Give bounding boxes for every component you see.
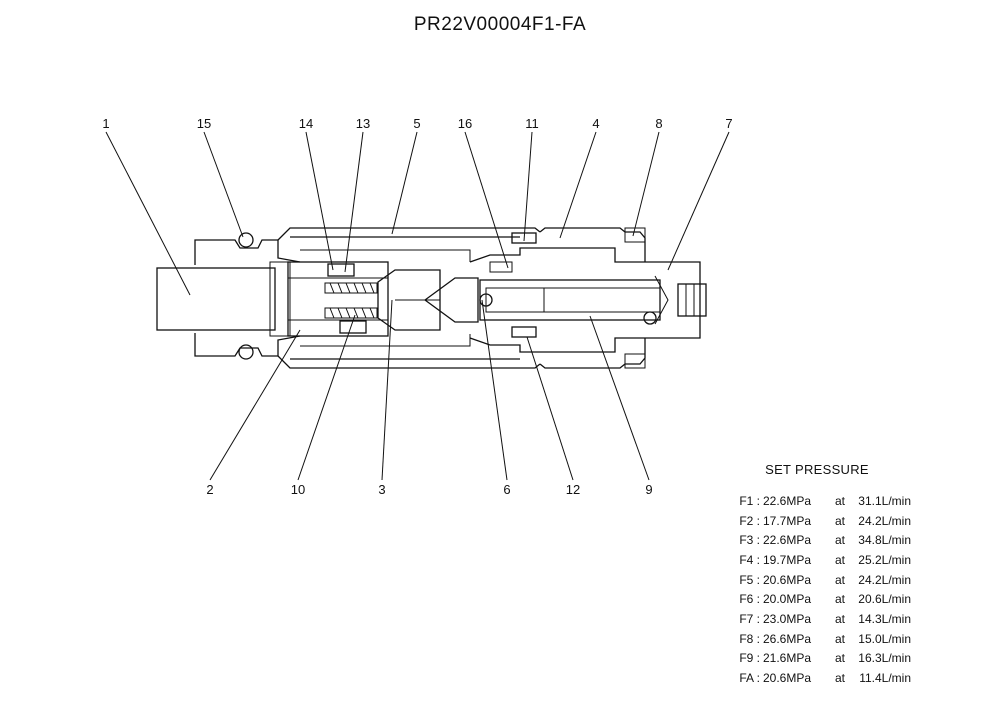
callout-14: 14 (299, 116, 313, 131)
row-code: F6 : (739, 592, 760, 607)
pressure-row: F3 : 22.6MPa at 34.8L/min (722, 530, 912, 550)
row-pressure: 17.7MPa (763, 513, 812, 528)
pressure-row: F6 : 20.0MPa at 20.6L/min (722, 589, 912, 609)
set-pressure-heading: SET PRESSURE (765, 462, 869, 477)
row-pressure: 22.6MPa (763, 533, 812, 548)
row-pressure: 20.6MPa (763, 572, 812, 587)
callout-15: 15 (197, 116, 211, 131)
row-pressure: 20.6MPa (763, 671, 812, 686)
pressure-row: F1 : 22.6MPa at 31.1L/min (722, 491, 912, 511)
callout-7: 7 (725, 116, 732, 131)
callout-6: 6 (503, 482, 510, 497)
set-pressure-table: SET PRESSURE F1 : 22.6MPa at 31.1L/min F… (722, 462, 912, 688)
callout-11: 11 (525, 116, 539, 131)
callout-9: 9 (645, 482, 652, 497)
row-at: at (834, 611, 845, 626)
row-pressure: 20.0MPa (763, 592, 812, 607)
row-at: at (834, 572, 845, 587)
row-at: at (834, 513, 845, 528)
row-code: F4 : (739, 552, 760, 567)
row-flow: 16.3L/min (858, 651, 911, 666)
leader-lines (105, 131, 730, 481)
row-pressure: 22.6MPa (763, 493, 812, 508)
callout-4: 4 (592, 116, 599, 131)
pressure-row: F8 : 26.6MPa at 15.0L/min (722, 629, 912, 649)
callout-13: 13 (356, 116, 370, 131)
callout-12: 12 (566, 482, 580, 497)
row-flow: 14.3L/min (858, 611, 911, 626)
row-flow: 34.8L/min (858, 533, 911, 548)
row-flow: 24.2L/min (858, 513, 911, 528)
row-pressure: 19.7MPa (763, 552, 812, 567)
row-code: FA : (739, 671, 760, 686)
row-at: at (834, 592, 845, 607)
pressure-row: F2 : 17.7MPa at 24.2L/min (722, 511, 912, 531)
callout-1: 1 (102, 116, 109, 131)
row-pressure: 23.0MPa (763, 611, 812, 626)
row-code: F2 : (739, 513, 760, 528)
pressure-row: F7 : 23.0MPa at 14.3L/min (722, 609, 912, 629)
row-flow: 31.1L/min (858, 493, 911, 508)
callout-labels: 1 15 14 13 5 16 11 4 8 7 2 10 3 6 12 9 (102, 116, 732, 497)
spring (324, 282, 378, 319)
pressure-row: F5 : 20.6MPa at 24.2L/min (722, 570, 912, 590)
row-at: at (834, 493, 845, 508)
row-flow: 11.4L/min (859, 671, 911, 686)
callout-10: 10 (291, 482, 305, 497)
row-at: at (834, 552, 845, 567)
row-code: F8 : (739, 631, 760, 646)
row-code: F9 : (739, 651, 760, 666)
row-code: F7 : (739, 611, 760, 626)
pressure-row: FA : 20.6MPa at 11.4L/min (722, 668, 912, 688)
row-flow: 15.0L/min (858, 631, 911, 646)
row-at: at (834, 671, 845, 686)
callout-16: 16 (458, 116, 472, 131)
valve-body (156, 227, 707, 369)
row-at: at (834, 533, 845, 548)
row-flow: 25.2L/min (858, 552, 911, 567)
row-code: F1 : (739, 493, 760, 508)
row-code: F5 : (739, 572, 760, 587)
pressure-row: F4 : 19.7MPa at 25.2L/min (722, 550, 912, 570)
row-flow: 24.2L/min (858, 572, 911, 587)
row-code: F3 : (739, 533, 760, 548)
row-at: at (834, 631, 845, 646)
row-flow: 20.6L/min (858, 592, 911, 607)
callout-8: 8 (655, 116, 662, 131)
row-pressure: 26.6MPa (763, 631, 812, 646)
diagram-title: PR22V00004F1-FA (413, 14, 587, 35)
pressure-row: F9 : 21.6MPa at 16.3L/min (722, 649, 912, 669)
callout-3: 3 (378, 482, 385, 497)
row-at: at (834, 651, 845, 666)
row-pressure: 21.6MPa (763, 651, 812, 666)
callout-2: 2 (206, 482, 213, 497)
callout-5: 5 (413, 116, 420, 131)
